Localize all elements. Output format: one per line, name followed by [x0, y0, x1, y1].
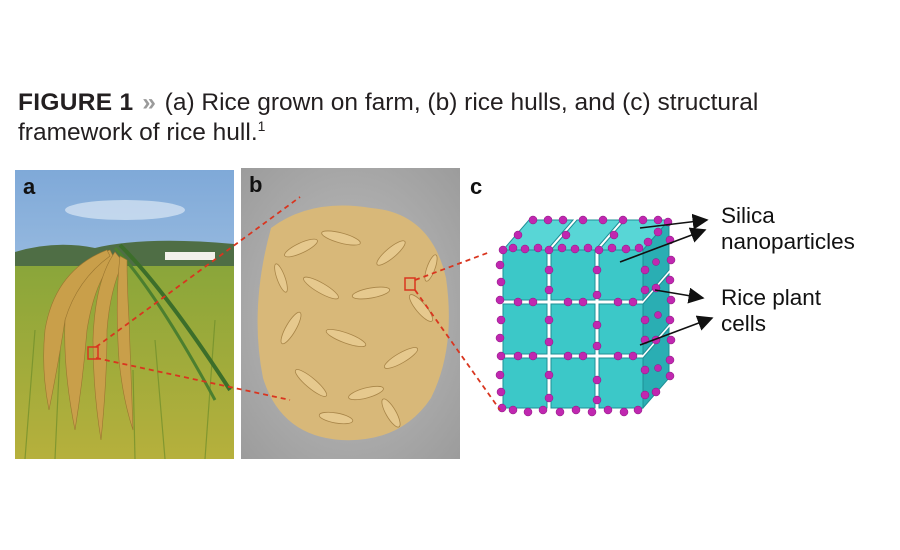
- rice-field-photo: a: [15, 170, 234, 459]
- callout-silica-line1: Silica: [721, 203, 775, 228]
- rice-hull-structure-diagram: [488, 170, 738, 450]
- rice-hulls-photo: b: [241, 168, 460, 459]
- panel-letter-a: a: [23, 174, 36, 199]
- callout-rice-plant-cells: Rice plant cells: [721, 285, 821, 337]
- figure-caption: FIGURE 1 » (a) Rice grown on farm, (b) r…: [18, 88, 878, 148]
- caption-text: (a) Rice grown on farm, (b) rice hulls, …: [18, 89, 759, 146]
- callout-cells-line1: Rice plant: [721, 285, 822, 310]
- callout-silica-line2: nanoparticles: [721, 229, 855, 254]
- panel-letter-b: b: [249, 172, 263, 197]
- caption-chevron-icon: »: [142, 89, 156, 116]
- callout-silica-nanoparticles: Silica nanoparticles: [721, 203, 855, 255]
- footnote-marker: 1: [257, 117, 266, 134]
- figure-label: FIGURE 1: [18, 89, 134, 116]
- callout-cells-line2: cells: [721, 311, 767, 336]
- panel-letter-c: c: [470, 174, 483, 199]
